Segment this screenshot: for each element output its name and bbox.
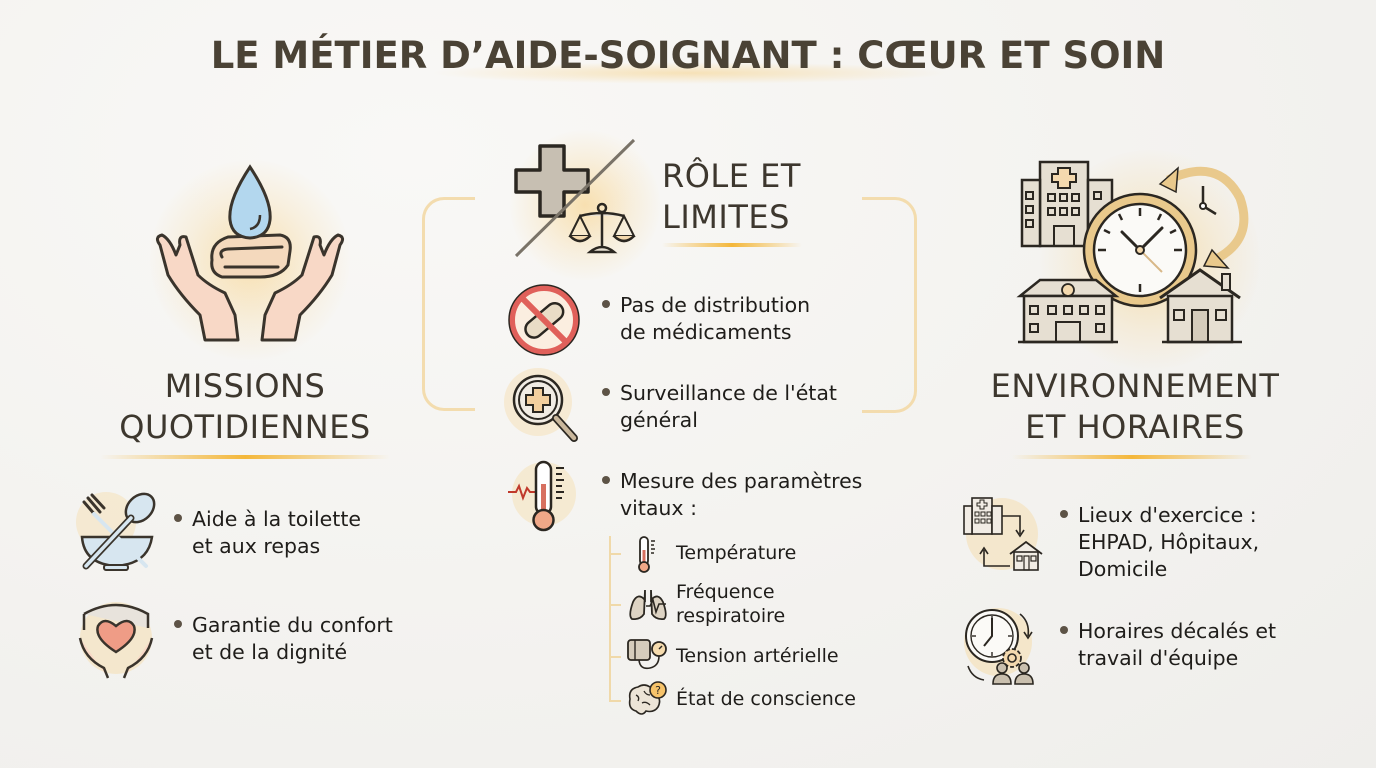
bullet-dot — [174, 620, 182, 628]
bullet-dot — [1060, 626, 1068, 634]
brain-question-icon: ? — [626, 681, 668, 717]
fork-spoon-bowl-icon — [76, 492, 158, 574]
vital-etat-conscience: État de conscience — [676, 688, 856, 710]
missions-title: MISSIONS QUOTIDIENNES — [119, 367, 371, 446]
vital-temperature: Température — [676, 542, 797, 564]
vital-tension-arterielle: Tension artérielle — [676, 645, 839, 667]
hospital-home-arrows-icon — [962, 494, 1044, 574]
bullet-confort-dignite: Garantie du confort et de la dignité — [174, 612, 454, 666]
vital-frequence-respiratoire: Fréquence respiratoire — [676, 581, 786, 627]
shield-heart-hands-icon — [76, 598, 158, 680]
bullet-dot — [174, 514, 182, 522]
environment-title: ENVIRONNEMENT ET HORAIRES — [990, 367, 1280, 446]
title-highlight — [430, 62, 950, 84]
hands-water-towel-icon — [150, 164, 350, 345]
bullet-parametres-vitaux: Mesure des paramètres vitaux : — [602, 468, 902, 522]
role-title: RÔLE ET LIMITES — [662, 157, 801, 236]
vitals-tree-tick — [609, 700, 621, 702]
connector-left — [422, 197, 475, 411]
missions-title-underline — [100, 455, 390, 459]
no-pill-icon — [508, 284, 580, 356]
environment-title-underline — [1012, 455, 1252, 459]
role-glow — [510, 130, 660, 280]
vitals-tree-tick — [609, 656, 621, 658]
lungs-icon — [628, 586, 668, 622]
cross-scales-icon — [512, 136, 638, 258]
bullet-dot — [602, 300, 610, 308]
page-title: LE MÉTIER D’AIDE-SOIGNANT : CŒUR ET SOIN — [210, 34, 1166, 77]
buildings-clock-icon — [1016, 158, 1250, 348]
magnifier-cross-icon — [504, 368, 584, 448]
bullet-dot — [1060, 510, 1068, 518]
thermometer-pulse-icon — [508, 458, 584, 534]
bullet-toilette-repas: Aide à la toilette et aux repas — [174, 506, 434, 560]
blood-pressure-cuff-icon — [626, 638, 668, 672]
svg-text:?: ? — [655, 684, 661, 697]
role-title-underline — [662, 243, 802, 247]
bullet-horaires-equipe: Horaires décalés et travail d'équipe — [1060, 618, 1320, 672]
connector-right — [862, 197, 917, 413]
bullet-dot — [602, 476, 610, 484]
bullet-dot — [602, 388, 610, 396]
vitals-tree-line — [609, 536, 611, 702]
clock-gear-team-icon — [962, 606, 1044, 686]
bullet-lieux-exercice: Lieux d'exercice : EHPAD, Hôpitaux, Domi… — [1060, 502, 1310, 583]
vitals-tree-tick — [609, 553, 621, 555]
bullet-pas-medicaments: Pas de distribution de médicaments — [602, 292, 902, 346]
bullet-surveillance: Surveillance de l'état général — [602, 380, 902, 434]
vitals-tree-tick — [609, 604, 621, 606]
thermometer-icon — [630, 536, 664, 574]
